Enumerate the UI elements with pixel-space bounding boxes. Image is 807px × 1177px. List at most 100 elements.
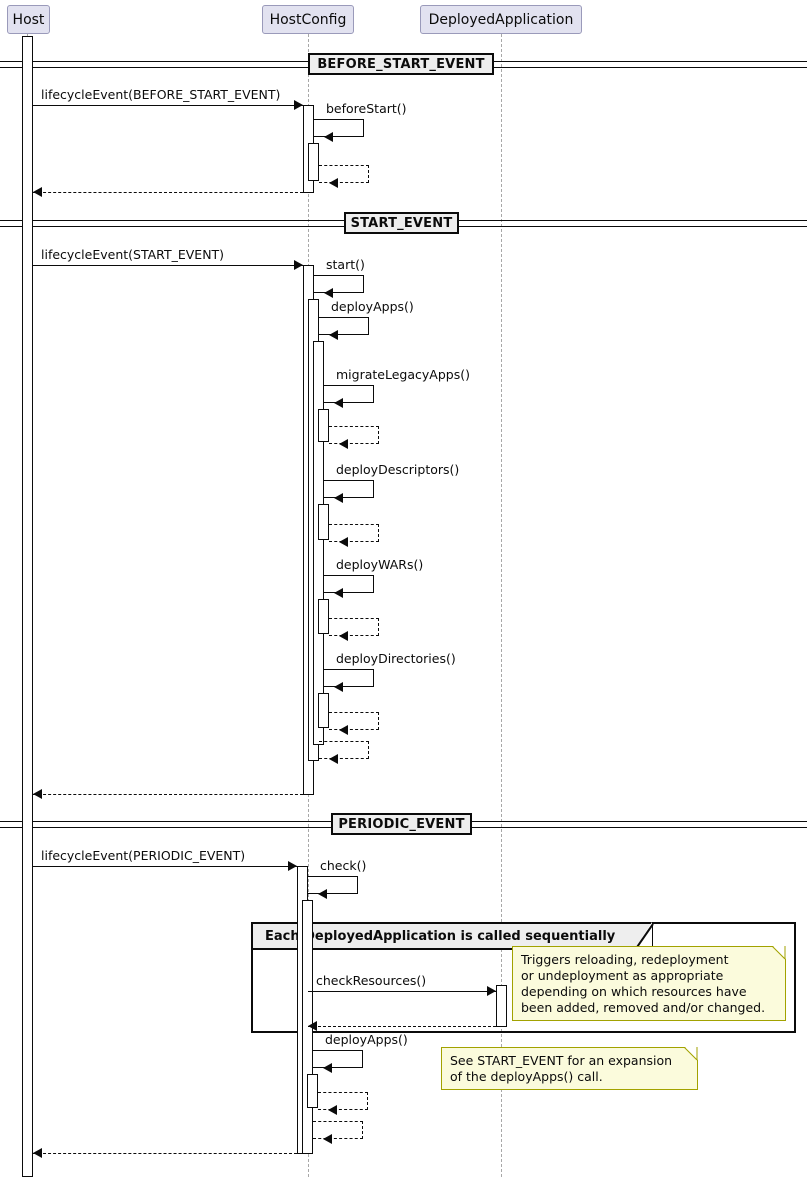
self-message-loop-m16 xyxy=(319,741,369,759)
self-message-loop-m15 xyxy=(329,712,379,730)
message-label: deployWARs() xyxy=(336,557,424,572)
arrowhead-m1 xyxy=(294,100,303,110)
arrowhead-m9 xyxy=(339,439,348,449)
group-tab-corner-icon xyxy=(634,923,654,951)
activation-bar-hostconfig xyxy=(318,409,329,442)
note-fold-line-icon xyxy=(684,1047,698,1061)
message-label: lifecycleEvent(PERIODIC_EVENT) xyxy=(41,848,246,863)
self-message-loop-m23 xyxy=(318,1092,368,1110)
activation-bar-hostconfig xyxy=(318,599,329,634)
group-label-group-sequential: Each DeployedApplication is called seque… xyxy=(253,922,653,950)
note-line: of the deployApps() call. xyxy=(450,1069,603,1084)
self-message-loop-m22 xyxy=(313,1050,363,1068)
activation-bar-hostconfig xyxy=(313,341,324,745)
arrowhead-m22 xyxy=(323,1063,332,1073)
note-line: been added, removed and/or changed. xyxy=(521,1000,766,1015)
divider-label-text: BEFORE_START_EVENT xyxy=(317,56,485,72)
self-message-loop-m11 xyxy=(329,524,379,542)
arrowhead-m13 xyxy=(339,631,348,641)
activation-bar-hostconfig xyxy=(307,1074,318,1108)
lifeline-deployedapp xyxy=(501,34,502,1177)
note-fold-corner-icon xyxy=(685,1047,698,1060)
message-label: checkResources() xyxy=(316,973,427,988)
arrowhead-m18 xyxy=(288,861,297,871)
arrowhead-m14 xyxy=(334,682,343,692)
arrowhead-m19 xyxy=(318,889,327,899)
self-message-loop-m13 xyxy=(329,618,379,636)
message-line-m4 xyxy=(33,192,303,193)
message-label: start() xyxy=(326,257,365,272)
arrowhead-m23 xyxy=(328,1105,337,1115)
self-message-loop-m14 xyxy=(324,669,374,687)
message-label: deployApps() xyxy=(325,1032,408,1047)
message-line-m5 xyxy=(33,265,303,266)
activation-bar-hostconfig xyxy=(318,693,329,728)
activation-bar-deployedapp xyxy=(496,985,507,1027)
message-line-m17 xyxy=(33,794,303,795)
note-line: or undeployment as appropriate xyxy=(521,968,724,983)
message-line-m25 xyxy=(33,1153,297,1154)
group-frame-group-sequential xyxy=(251,922,796,1033)
divider-label-text: START_EVENT xyxy=(350,215,453,231)
message-label: migrateLegacyApps() xyxy=(336,367,470,382)
divider-label-periodic: PERIODIC_EVENT xyxy=(331,813,472,835)
self-message-loop-m2 xyxy=(314,119,364,137)
arrowhead-m21 xyxy=(308,1021,317,1031)
message-line-m21 xyxy=(308,1026,496,1027)
note-line: Triggers reloading, redeployment xyxy=(521,952,729,967)
self-message-loop-m24 xyxy=(313,1121,363,1139)
note-fold-corner-icon xyxy=(773,946,786,959)
self-message-loop-m10 xyxy=(324,480,374,498)
participant-host[interactable]: Host xyxy=(7,5,50,34)
participant-label: Host xyxy=(12,11,45,28)
message-line-m20 xyxy=(308,991,496,992)
self-message-loop-m19 xyxy=(308,876,358,894)
arrowhead-m17 xyxy=(33,789,42,799)
arrowhead-m7 xyxy=(329,330,338,340)
message-label: deployApps() xyxy=(331,299,414,314)
arrowhead-m8 xyxy=(334,398,343,408)
participant-deployedapp[interactable]: DeployedApplication xyxy=(420,5,582,34)
arrowhead-m16 xyxy=(329,754,338,764)
message-label: beforeStart() xyxy=(326,101,407,116)
arrowhead-m15 xyxy=(339,725,348,735)
divider-label-before-start: BEFORE_START_EVENT xyxy=(308,53,494,75)
arrowhead-m12 xyxy=(334,588,343,598)
participant-hostconfig[interactable]: HostConfig xyxy=(262,5,354,34)
message-label: deployDirectories() xyxy=(336,651,456,666)
self-message-loop-m9 xyxy=(329,426,379,444)
note-line: depending on which resources have xyxy=(521,984,747,999)
self-message-loop-m6 xyxy=(314,275,364,293)
message-line-m1 xyxy=(33,105,303,106)
message-label: lifecycleEvent(BEFORE_START_EVENT) xyxy=(41,87,281,102)
participant-label: HostConfig xyxy=(269,11,347,28)
arrowhead-m5 xyxy=(294,260,303,270)
arrowhead-m6 xyxy=(324,288,333,298)
message-label: check() xyxy=(320,858,367,873)
arrowhead-m3 xyxy=(329,178,338,188)
message-label: lifecycleEvent(START_EVENT) xyxy=(41,247,225,262)
activation-bar-hostconfig xyxy=(308,143,319,181)
self-message-loop-m7 xyxy=(319,317,369,335)
arrowhead-m20 xyxy=(487,986,496,996)
message-line-m18 xyxy=(33,866,297,867)
group-label-text: Each DeployedApplication is called seque… xyxy=(265,928,616,944)
note-fold-line-icon xyxy=(772,946,786,960)
message-label: deployDescriptors() xyxy=(336,462,460,477)
arrowhead-m11 xyxy=(339,537,348,547)
arrowhead-m2 xyxy=(324,132,333,142)
divider-label-text: PERIODIC_EVENT xyxy=(338,816,465,832)
divider-label-start: START_EVENT xyxy=(344,212,459,234)
participant-label: DeployedApplication xyxy=(428,11,574,28)
arrowhead-m25 xyxy=(33,1148,42,1158)
arrowhead-m24 xyxy=(323,1134,332,1144)
self-message-loop-m3 xyxy=(319,165,369,183)
arrowhead-m4 xyxy=(33,187,42,197)
note-line: See START_EVENT for an expansion xyxy=(450,1053,673,1068)
activation-bar-hostconfig xyxy=(318,504,329,540)
activation-bar-host xyxy=(22,36,33,1177)
self-message-loop-m8 xyxy=(324,385,374,403)
